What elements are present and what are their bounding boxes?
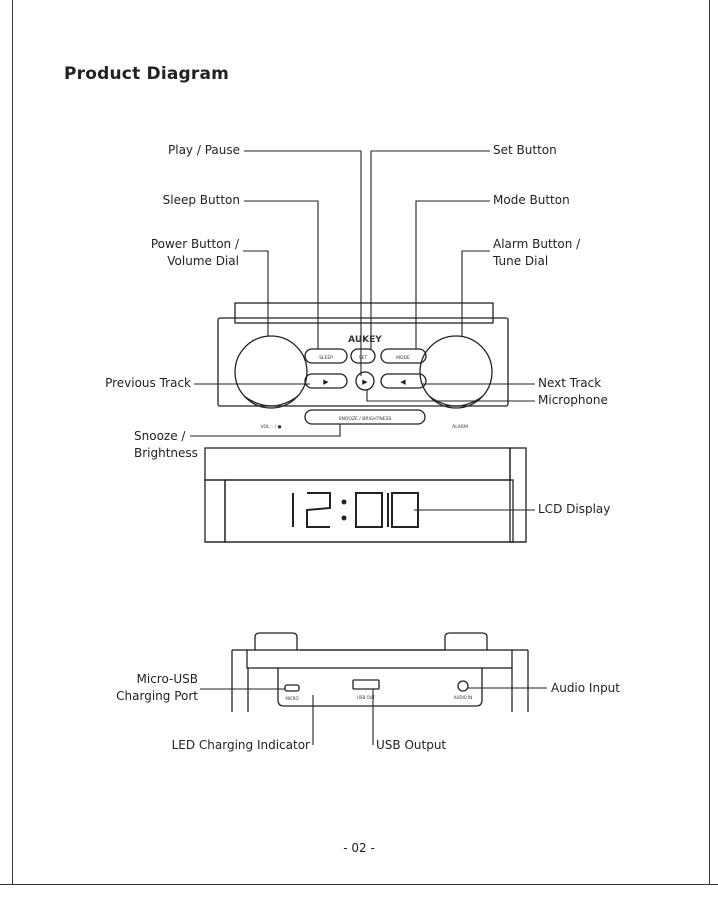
label-alarm-line2: Tune Dial	[493, 254, 549, 268]
audio-jack-shape	[457, 680, 469, 692]
back-top-band	[246, 649, 513, 669]
label-power-line1: Power Button /	[150, 237, 239, 251]
label-next-track: Next Track	[538, 376, 602, 390]
usb-port-shape	[352, 679, 380, 690]
sleep-button	[304, 348, 348, 364]
previous-track-button	[304, 373, 348, 389]
alarm-dial-shadow	[428, 395, 484, 407]
snooze-brightness-button	[304, 409, 426, 425]
micro-usb-text: MICRO	[285, 696, 298, 701]
label-alarm-tune: Alarm Button / Tune Dial	[493, 236, 580, 270]
back-right-knob	[444, 632, 488, 650]
label-previous-track: Previous Track	[105, 376, 191, 390]
alarm-tune-dial	[419, 335, 493, 409]
label-usb-output: USB Output	[376, 738, 447, 752]
sleep-button-text: SLEEP	[319, 355, 333, 361]
device-back-view	[231, 632, 529, 712]
back-port-panel	[277, 668, 483, 707]
label-snooze-line1: Snooze /	[134, 429, 186, 443]
label-audio-input: Audio Input	[551, 681, 620, 695]
label-microphone: Microphone	[538, 393, 608, 407]
label-sleep-button: Sleep Button	[162, 193, 240, 207]
label-microusb-line2: Charging Port	[116, 689, 198, 703]
colon-dot-bottom	[341, 515, 347, 521]
page-title: Product Diagram	[64, 64, 230, 84]
snooze-button-text: SNOOZE / BRIGHTNESS	[339, 416, 392, 422]
lcd-frame	[224, 479, 514, 543]
power-dial-shadow	[243, 395, 299, 407]
previous-track-icon: ▶	[323, 378, 329, 386]
mode-button	[380, 348, 427, 364]
next-track-icon: ◀	[400, 378, 406, 386]
label-snooze-line2: Brightness	[134, 446, 198, 460]
label-snooze-brightness: Snooze / Brightness	[134, 428, 198, 462]
play-pause-icon: ▶	[362, 378, 368, 386]
label-play-pause: Play / Pause	[168, 143, 240, 157]
mode-button-text: MODE	[396, 355, 410, 361]
label-mode-button: Mode Button	[493, 193, 570, 207]
usb-out-text: USB OUT	[357, 695, 376, 700]
label-microusb-line1: Micro-USB	[136, 672, 198, 686]
micro-usb-port-shape	[284, 684, 300, 692]
device-front-view	[204, 302, 527, 543]
play-pause-button	[355, 371, 375, 391]
set-button-text: SET	[359, 355, 368, 361]
next-track-button	[380, 373, 427, 389]
set-button	[350, 348, 376, 364]
lcd-digits	[292, 492, 419, 528]
power-volume-dial	[234, 335, 308, 409]
device-top-bar	[234, 302, 494, 324]
leader-lines	[190, 150, 547, 745]
device-left-leg	[204, 479, 226, 543]
device-upper-shelf	[204, 447, 511, 481]
digit-2	[306, 492, 331, 528]
back-left-knob	[254, 632, 298, 650]
digit-0-a	[355, 492, 383, 528]
label-lcd-display: LCD Display	[538, 502, 611, 516]
label-micro-usb: Micro-USB Charging Port	[116, 671, 198, 705]
label-power-line2: Volume Dial	[167, 254, 239, 268]
colon-dot-top	[341, 499, 347, 505]
brand-logo-text: AUKEY	[348, 335, 382, 345]
label-alarm-line1: Alarm Button /	[493, 237, 581, 251]
alarm-dial-text: ALARM	[452, 424, 468, 430]
vol-dial-text: VOL – / ●	[260, 424, 281, 430]
audio-in-text: AUDIO IN	[454, 695, 473, 700]
label-set-button: Set Button	[493, 143, 557, 157]
device-control-panel	[217, 317, 509, 407]
label-power-volume: Power Button / Volume Dial	[151, 236, 239, 270]
page-number: - 02 -	[343, 841, 375, 855]
label-led-indicator: LED Charging Indicator	[171, 738, 310, 752]
